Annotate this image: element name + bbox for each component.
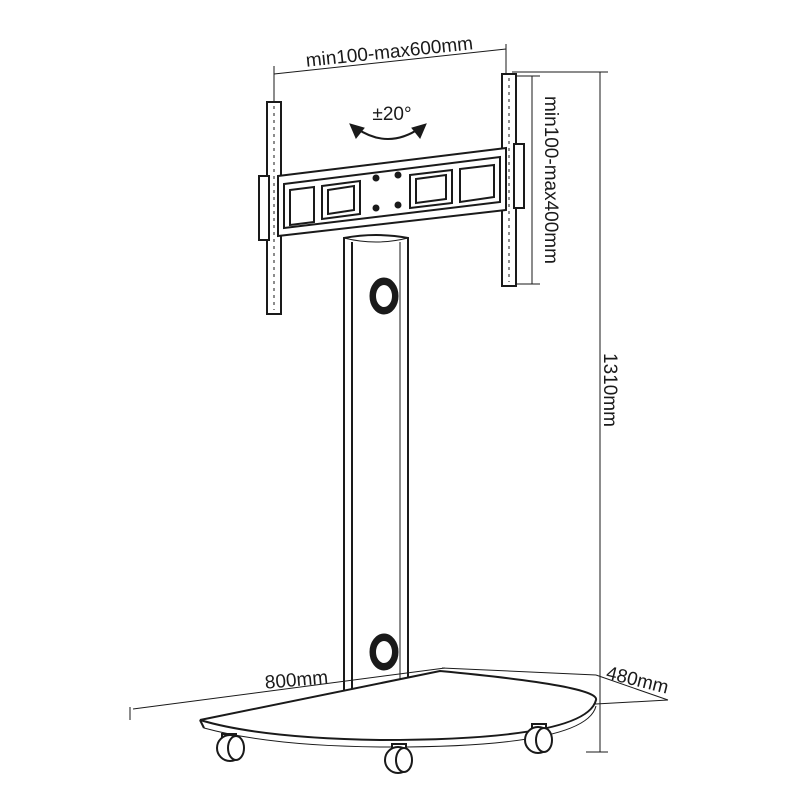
cable-hole-bottom [369,633,399,671]
vesa-bracket [258,73,525,315]
tilt-arrow-right-icon [411,123,427,139]
caster-right [524,723,553,754]
plate-slot-4 [459,163,495,204]
total-height-dimension: 1310mm [512,71,620,753]
bracket-plate [277,146,507,238]
total-height-label: 1310mm [599,353,620,427]
mount-width-label: min100-max600mm [305,33,474,71]
stand-base [199,669,597,748]
caster-left [216,733,245,762]
mount-height-dimension: min100-max400mm [510,75,561,285]
bracket-arm-left [258,101,282,315]
plate-slot-1 [289,185,315,227]
cable-hole-top [369,277,399,315]
tilt-arrow-left-icon [349,123,365,139]
tilt-indicator: ±20° [349,104,427,140]
stand-pole [343,234,409,710]
base-width-label: 800mm [264,667,329,693]
tilt-label: ±20° [372,104,411,125]
plate-slot-2 [321,179,361,221]
mount-height-label: min100-max400mm [540,96,561,264]
tilt-arc [355,127,421,140]
plate-slot-3 [409,168,453,210]
caster-center [384,743,413,774]
base-depth-label: 480mm [604,663,671,699]
mount-width-dimension: min100-max600mm [273,33,507,104]
